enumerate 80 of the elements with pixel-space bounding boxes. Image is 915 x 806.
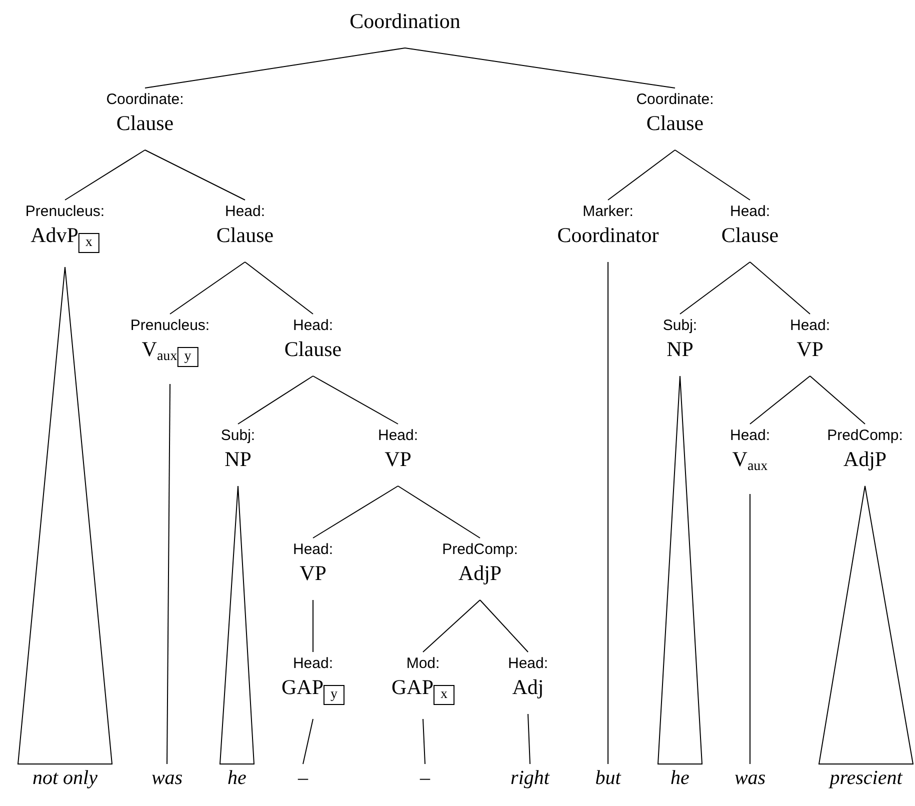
category-label: AdvP	[30, 222, 78, 248]
branch-line	[608, 150, 676, 200]
branch-line	[750, 262, 810, 314]
function-label: Head:	[730, 202, 770, 222]
function-label: Subj:	[662, 316, 698, 336]
category-label: NP	[666, 336, 694, 362]
category-label: Clause	[646, 110, 704, 136]
branch-line	[312, 376, 398, 424]
category-label: VP	[796, 336, 824, 362]
category-label: Clause	[116, 110, 174, 136]
branch-line	[144, 150, 246, 200]
branch-line	[302, 718, 314, 764]
leaf-word: was	[734, 766, 766, 790]
triangle-roof	[657, 376, 703, 764]
branch-line	[144, 48, 406, 88]
function-label: Coordinate:	[106, 90, 184, 110]
category-label: Adj	[512, 674, 544, 700]
function-label: PredComp:	[827, 426, 903, 446]
category-label: Clause	[216, 222, 274, 248]
category-label: VP	[300, 560, 326, 586]
branch-line	[674, 150, 750, 200]
function-label: Head:	[730, 426, 770, 446]
branch-line	[312, 600, 314, 652]
function-label: Head:	[224, 202, 266, 222]
index-box: x	[78, 233, 100, 253]
leaf-word: but	[595, 766, 621, 790]
category-label: Clause	[721, 222, 779, 248]
category-label: Coordinator	[557, 222, 659, 248]
leaf-word: he	[670, 766, 690, 790]
triangle-roof	[219, 486, 255, 764]
leaf-word: he	[228, 766, 246, 790]
function-label: Head:	[292, 540, 334, 560]
category-label: AdjP	[458, 560, 502, 586]
category-label: GAP	[392, 674, 434, 700]
branch-line	[166, 384, 170, 764]
function-label: Head:	[790, 316, 830, 336]
index-box: y	[324, 685, 344, 705]
branch-line	[528, 714, 530, 764]
function-label: Subj:	[220, 426, 256, 446]
category-label: V$_{aux}$	[142, 336, 178, 366]
function-label: PredComp:	[442, 540, 518, 560]
leaf-word: was	[151, 766, 183, 790]
category-label: VP	[384, 446, 412, 472]
category-label: Clause	[284, 336, 342, 362]
branch-line	[170, 262, 246, 314]
branch-line	[810, 376, 866, 424]
index-box: x	[434, 685, 454, 705]
triangle-roof	[17, 266, 113, 764]
function-label: Prenucleus:	[130, 316, 210, 336]
leaf-word: right	[510, 766, 550, 790]
branch-line	[238, 376, 314, 424]
category-label: GAP	[282, 674, 324, 700]
branch-line	[422, 718, 426, 764]
branch-line	[480, 600, 528, 652]
branch-line	[244, 262, 314, 314]
branch-line	[64, 150, 146, 200]
category-label: NP	[224, 446, 252, 472]
function-label: Head:	[292, 654, 333, 674]
function-label: Head:	[292, 316, 334, 336]
branch-line	[312, 486, 398, 538]
category-label: Coordination	[350, 8, 460, 34]
category-label: V$_{aux}$	[732, 446, 768, 476]
branch-line	[750, 376, 810, 424]
branch-line	[398, 486, 480, 538]
branch-line	[404, 48, 676, 88]
function-label: Marker:	[582, 202, 634, 222]
function-label: Mod:	[406, 654, 440, 674]
function-label: Head:	[508, 654, 548, 674]
leaf-word: –	[298, 766, 308, 790]
category-label: AdjP	[843, 446, 887, 472]
function-label: Prenucleus:	[25, 202, 105, 222]
function-label: Head:	[378, 426, 418, 446]
branch-line	[422, 600, 480, 652]
leaf-word: not only	[32, 766, 98, 790]
function-label: Coordinate:	[636, 90, 714, 110]
triangle-roof	[818, 486, 914, 764]
leaf-word: prescient	[830, 766, 902, 790]
leaf-word: –	[420, 766, 430, 790]
branch-line	[680, 262, 750, 314]
index-box: y	[177, 347, 198, 367]
